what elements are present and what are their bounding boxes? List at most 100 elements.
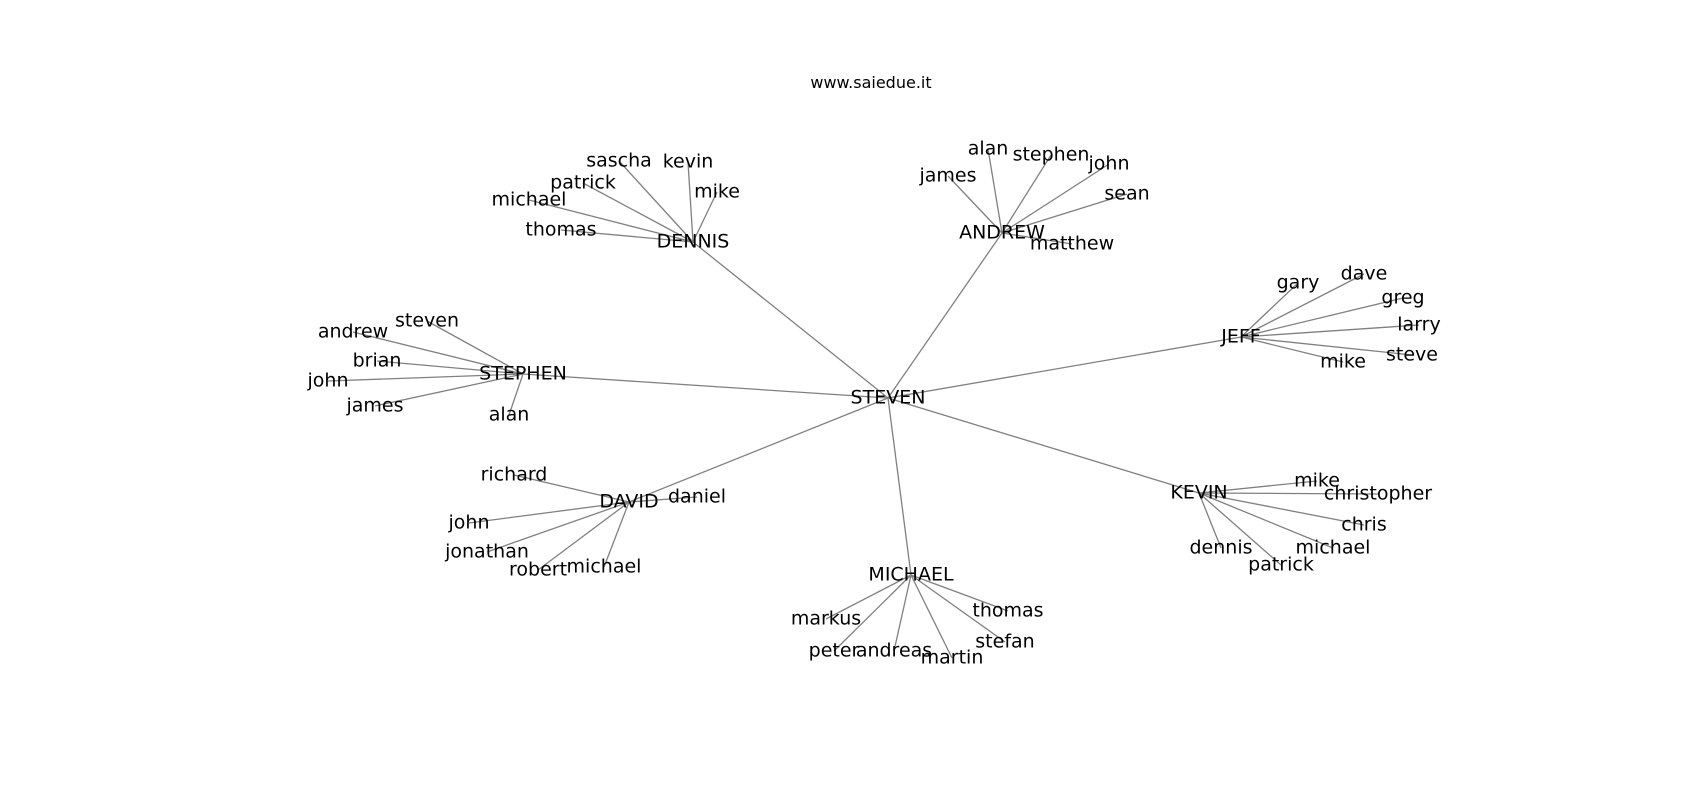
edge-kevin-dennis: [1198, 492, 1222, 549]
edge-root-dennis: [692, 241, 889, 399]
node-leaf-andrew-alan: alan: [968, 138, 1009, 160]
node-leaf-michael-peter: peter: [809, 640, 860, 662]
edge-kevin-patrick: [1198, 492, 1282, 566]
node-leaf-andrew-stephen: stephen: [1013, 144, 1090, 166]
edge-root-david: [628, 397, 889, 503]
node-leaf-jeff-greg: greg: [1381, 287, 1424, 309]
node-leaf-stephen-john: john: [307, 370, 349, 392]
node-root: STEVEN: [851, 387, 926, 409]
edge-jeff-greg: [1240, 297, 1404, 338]
edge-andrew-james: [947, 175, 1003, 234]
edge-andrew-sean: [1001, 193, 1128, 234]
edge-stephen-john: [327, 373, 524, 382]
node-leaf-kevin-patrick: patrick: [1248, 554, 1314, 576]
node-leaf-jeff-steve: steve: [1386, 344, 1438, 366]
node-leaf-michael-markus: markus: [791, 608, 861, 630]
node-hub-kevin: KEVIN: [1170, 482, 1227, 504]
edge-michael-peter: [833, 574, 912, 652]
node-leaf-andrew-matthew: matthew: [1030, 233, 1114, 255]
node-leaf-stephen-steven: steven: [395, 310, 459, 332]
node-leaf-dennis-thomas: thomas: [525, 219, 596, 241]
edge-michael-thomas: [910, 574, 1009, 612]
node-leaf-david-michael: michael: [567, 556, 642, 578]
edge-david-robert: [537, 501, 630, 571]
edges-layer: [327, 148, 1420, 659]
node-leaf-jeff-dave: dave: [1341, 263, 1388, 285]
labels-layer: STEVEN DENNIS sascha kevin patrick mike michae…: [307, 138, 1441, 669]
edge-david-jonathan: [486, 501, 630, 553]
edge-andrew-john: [1001, 163, 1110, 234]
node-hub-stephen: STEPHEN: [479, 363, 567, 385]
edge-jeff-steve: [1240, 336, 1413, 356]
node-leaf-david-jonathan: jonathan: [444, 541, 529, 563]
node-leaf-andrew-john: john: [1088, 153, 1130, 175]
edge-root-jeff: [887, 336, 1242, 399]
edge-andrew-matthew: [1001, 232, 1073, 245]
edge-michael-martin: [910, 574, 953, 659]
node-leaf-dennis-kevin: kevin: [663, 151, 714, 173]
node-leaf-kevin-mike: mike: [1294, 470, 1340, 492]
edge-david-richard: [513, 474, 630, 503]
node-leaf-michael-stefan: stefan: [975, 631, 1034, 653]
edge-dennis-mike: [692, 191, 718, 243]
node-leaf-david-daniel: daniel: [668, 486, 726, 508]
edge-kevin-chris: [1198, 492, 1365, 526]
node-leaf-kevin-michael: michael: [1296, 537, 1371, 559]
edge-kevin-mike: [1198, 480, 1318, 494]
node-leaf-david-robert: robert: [509, 559, 567, 581]
node-leaf-andrew-james: james: [918, 165, 976, 187]
node-leaf-stephen-alan: alan: [489, 404, 530, 426]
node-leaf-dennis-mike: mike: [694, 181, 740, 203]
node-leaf-jeff-larry: larry: [1397, 314, 1440, 336]
node-leaf-david-john: john: [448, 512, 490, 534]
edge-stephen-andrew: [352, 331, 524, 375]
edge-dennis-patrick: [582, 182, 694, 243]
node-hub-andrew: ANDREW: [959, 222, 1045, 244]
edge-dennis-kevin: [687, 161, 694, 243]
node-leaf-michael-martin: martin: [921, 647, 984, 669]
node-leaf-dennis-michael: michael: [492, 189, 567, 211]
edge-michael-andreas: [893, 574, 912, 652]
node-leaf-dennis-sascha: sascha: [586, 150, 652, 172]
node-leaf-stephen-andrew: andrew: [318, 321, 388, 343]
node-leaf-jeff-mike: mike: [1320, 351, 1366, 373]
edge-jeff-mike: [1240, 336, 1344, 363]
edge-david-john: [468, 501, 630, 524]
node-leaf-stephen-james: james: [345, 395, 403, 417]
edge-kevin-christopher: [1198, 492, 1379, 495]
edge-andrew-alan: [987, 148, 1003, 234]
node-leaf-michael-andreas: andreas: [856, 640, 932, 662]
edge-stephen-brian: [376, 360, 524, 375]
edge-david-daniel: [628, 496, 698, 503]
node-leaf-stephen-brian: brian: [353, 350, 402, 372]
edge-dennis-michael: [528, 199, 694, 243]
edge-stephen-james: [374, 373, 524, 407]
edge-root-kevin: [887, 397, 1200, 494]
node-leaf-jeff-gary: gary: [1277, 272, 1320, 294]
node-leaf-kevin-christopher: christopher: [1324, 483, 1432, 505]
edge-andrew-stephen: [1001, 154, 1052, 234]
edge-david-michael: [603, 501, 630, 568]
node-hub-dennis: DENNIS: [657, 231, 730, 253]
edge-root-michael: [887, 397, 912, 576]
edge-stephen-alan: [508, 373, 524, 416]
node-leaf-dennis-patrick: patrick: [550, 172, 616, 194]
node-leaf-kevin-dennis: dennis: [1189, 537, 1252, 559]
edge-stephen-steven: [426, 320, 524, 375]
node-leaf-kevin-chris: chris: [1341, 514, 1386, 536]
edge-kevin-michael: [1198, 492, 1334, 549]
node-hub-michael: MICHAEL: [868, 564, 954, 586]
edge-jeff-larry: [1240, 324, 1420, 338]
node-leaf-andrew-sean: sean: [1104, 183, 1149, 205]
diagram-title: www.saiedue.it: [810, 73, 931, 92]
node-leaf-michael-thomas: thomas: [972, 600, 1043, 622]
edge-michael-stefan: [910, 574, 1006, 643]
edge-jeff-dave: [1240, 273, 1365, 338]
node-leaf-david-richard: richard: [481, 464, 548, 486]
edge-dennis-sascha: [618, 160, 694, 243]
edge-jeff-gary: [1240, 282, 1299, 338]
edge-root-stephen: [522, 373, 889, 399]
node-hub-david: DAVID: [599, 491, 658, 513]
edge-michael-markus: [825, 574, 912, 620]
